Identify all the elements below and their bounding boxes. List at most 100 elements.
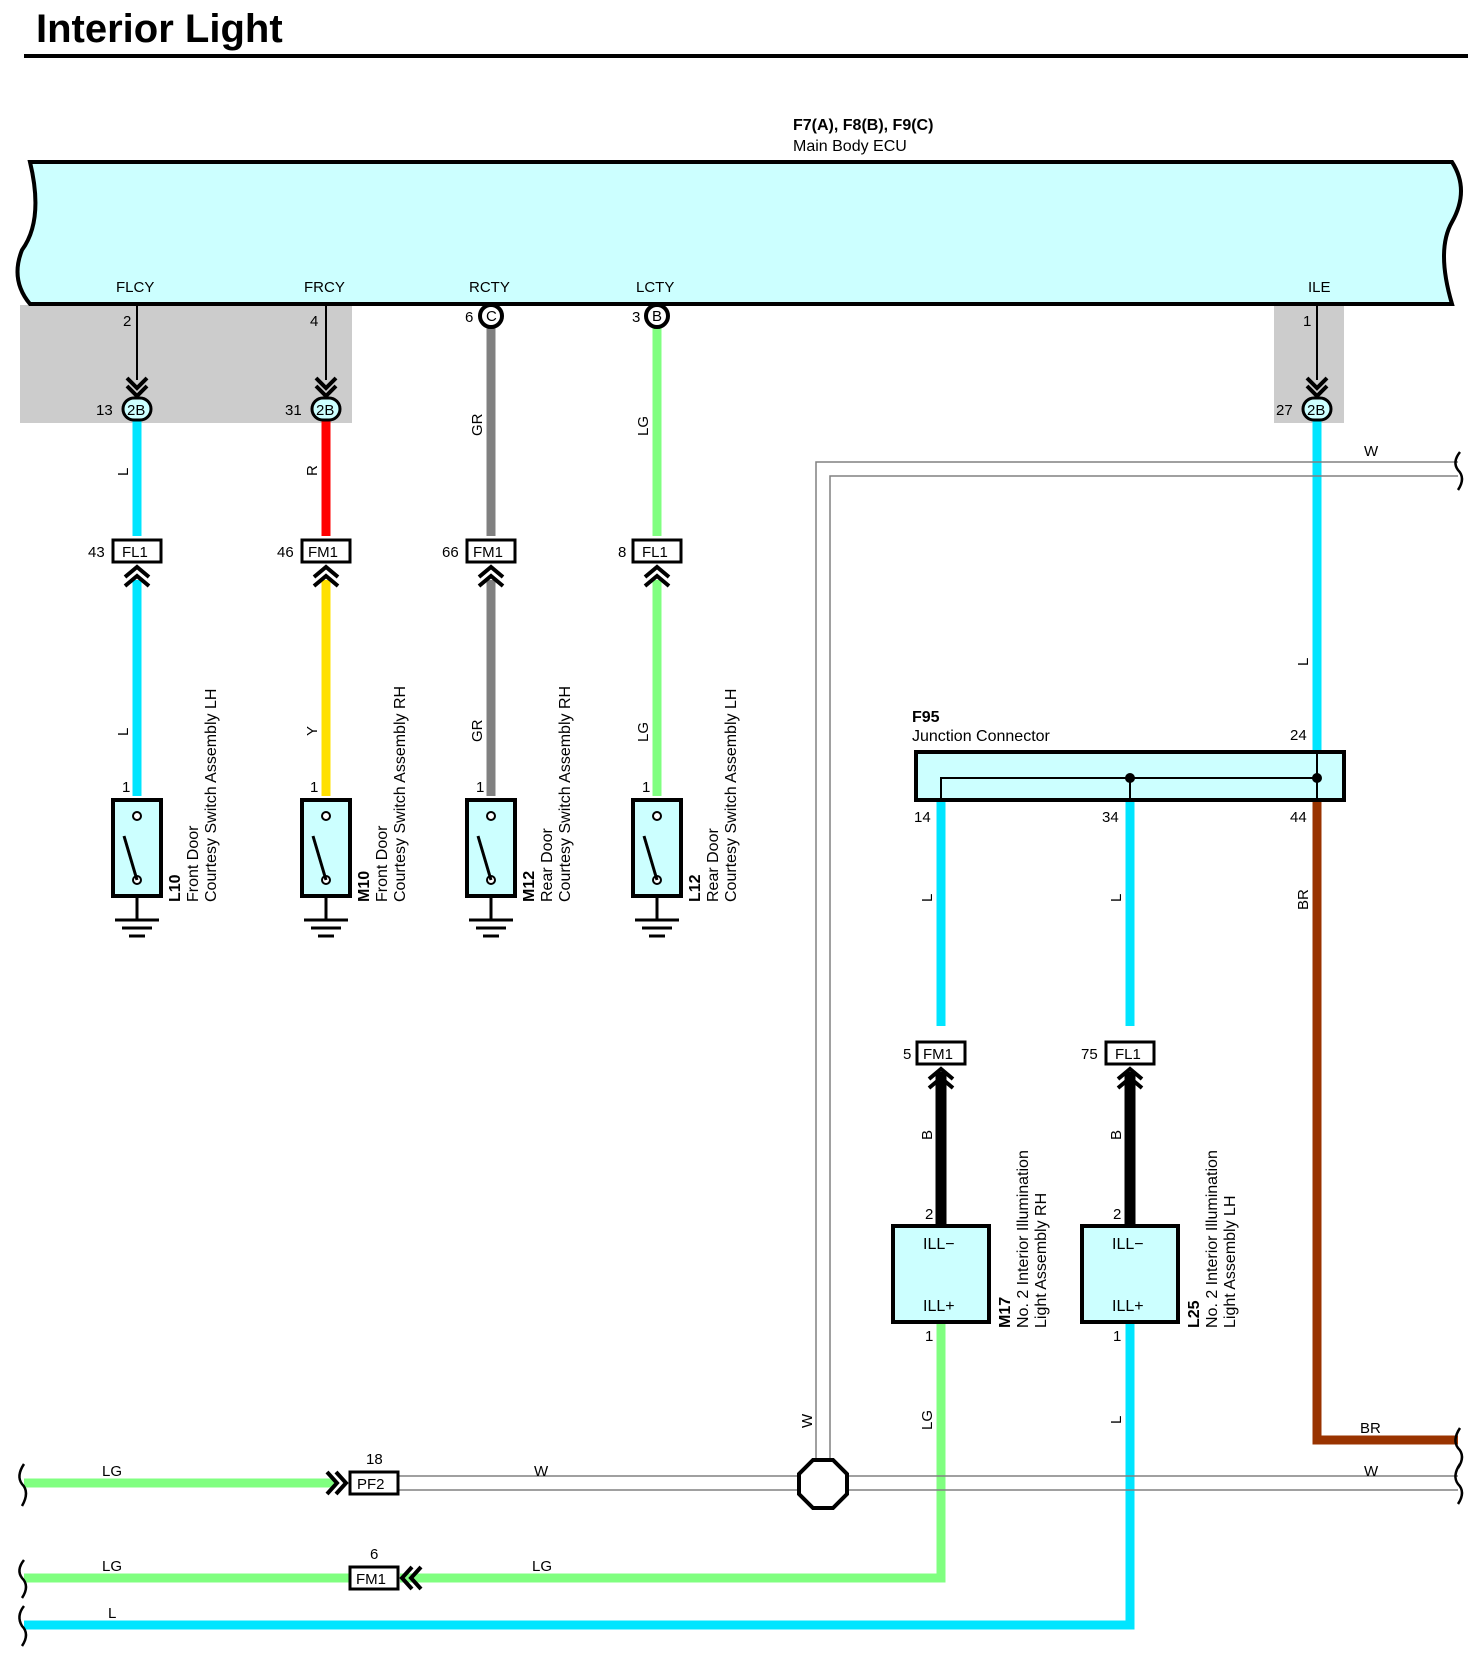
svg-text:43: 43 xyxy=(88,544,105,561)
wire-label-br-out: BR xyxy=(1360,1420,1381,1437)
junction-connector-f95: 24 14 34 44 xyxy=(914,727,1346,826)
wire-label-ile-down: L xyxy=(1295,658,1312,666)
inline-connector-fm1-46: FM1 46 xyxy=(277,538,352,588)
wire-label-lcty-upper: LG xyxy=(635,416,652,436)
svg-text:FL1: FL1 xyxy=(1115,1046,1141,1063)
ecu-terminal-ile: ILE xyxy=(1308,279,1331,296)
wire-label-flcy-lower: L xyxy=(115,728,132,736)
inline-connector-fm1-66: FM1 66 xyxy=(442,538,517,588)
svg-text:FL1: FL1 xyxy=(642,544,668,561)
wire-label-rcty-upper: GR xyxy=(469,413,486,436)
ecu-id: F7(A), F8(B), F9(C) xyxy=(793,117,933,134)
wire-label-rcty-lower: GR xyxy=(469,719,486,742)
inline-connector-fl1-8: FL1 8 xyxy=(618,538,683,588)
svg-text:46: 46 xyxy=(277,544,294,561)
switch-m12: 1 xyxy=(465,779,517,938)
svg-text:3: 3 xyxy=(632,309,640,326)
svg-text:Light Assembly RH: Light Assembly RH xyxy=(1033,1193,1050,1328)
svg-text:1: 1 xyxy=(642,779,650,796)
svg-text:M17: M17 xyxy=(997,1297,1014,1328)
wire-label-bottom1-left: LG xyxy=(102,1463,122,1480)
connector-2b-flcy: 2B 13 2 xyxy=(96,313,153,422)
svg-text:13: 13 xyxy=(96,402,113,419)
svg-text:C: C xyxy=(486,308,497,325)
shade-left xyxy=(20,305,352,423)
svg-text:FL1: FL1 xyxy=(122,544,148,561)
ecu-terminal-lcty: LCTY xyxy=(636,279,674,296)
wire-l25-out xyxy=(24,1322,1135,1630)
svg-text:Courtesy Switch Assembly RH: Courtesy Switch Assembly RH xyxy=(557,686,574,902)
svg-text:6: 6 xyxy=(370,1546,378,1563)
svg-text:2B: 2B xyxy=(127,402,145,419)
svg-text:PF2: PF2 xyxy=(357,1476,385,1493)
svg-text:24: 24 xyxy=(1290,727,1307,744)
wire-label-m17-out: LG xyxy=(919,1410,936,1430)
wire-label-m17-b: B xyxy=(919,1130,936,1140)
svg-text:1: 1 xyxy=(1303,313,1311,330)
svg-text:1: 1 xyxy=(122,779,130,796)
svg-text:L10: L10 xyxy=(167,874,184,902)
svg-text:1: 1 xyxy=(1113,1328,1121,1345)
svg-text:1: 1 xyxy=(476,779,484,796)
svg-text:2B: 2B xyxy=(1307,402,1325,419)
wire-label-frcy-lower: Y xyxy=(304,726,321,736)
svg-text:L25: L25 xyxy=(1186,1300,1203,1328)
wire-label-flcy-upper: L xyxy=(115,468,132,476)
wire-label-l25-out: L xyxy=(1108,1416,1125,1424)
inline-connector-fm1-6: FM1 6 xyxy=(348,1546,423,1591)
connector-c-rcty: C 6 xyxy=(465,303,504,329)
ecu-name: Main Body ECU xyxy=(793,138,907,155)
light-m17-label: M17 No. 2 Interior Illumination Light As… xyxy=(997,1150,1050,1328)
switch-m12-label: M12 Rear Door Courtesy Switch Assembly R… xyxy=(521,686,574,902)
connector-b-lcty: B 3 xyxy=(632,303,670,329)
wire-label-frcy-upper: R xyxy=(304,465,321,476)
ecu-body xyxy=(15,160,1463,306)
svg-text:FM1: FM1 xyxy=(308,544,338,561)
wire-m17-out xyxy=(400,1322,946,1583)
wire-label-bottom1-mid: W xyxy=(534,1463,549,1480)
splice-point xyxy=(797,1458,849,1510)
svg-text:14: 14 xyxy=(914,809,931,826)
wire-label-jc14: L xyxy=(919,894,936,902)
svg-text:ILL+: ILL+ xyxy=(923,1298,955,1315)
svg-text:Light Assembly LH: Light Assembly LH xyxy=(1222,1195,1239,1328)
svg-text:34: 34 xyxy=(1102,809,1119,826)
switch-m10-label: M10 Front Door Courtesy Switch Assembly … xyxy=(356,686,409,902)
svg-text:No. 2 Interior Illumination: No. 2 Interior Illumination xyxy=(1015,1150,1032,1328)
wire-label-jc44: BR xyxy=(1295,889,1312,910)
svg-text:Rear Door: Rear Door xyxy=(539,828,556,902)
svg-text:M10: M10 xyxy=(356,871,373,902)
connector-2b-frcy: 2B 31 4 xyxy=(285,313,342,422)
break-left-1 xyxy=(18,1463,28,1507)
svg-text:Courtesy Switch Assembly LH: Courtesy Switch Assembly LH xyxy=(723,689,740,902)
svg-text:M12: M12 xyxy=(521,871,538,902)
ecu-terminal-flcy: FLCY xyxy=(116,279,154,296)
svg-text:66: 66 xyxy=(442,544,459,561)
junction-name: Junction Connector xyxy=(912,728,1051,745)
switch-l12-label: L12 Rear Door Courtesy Switch Assembly L… xyxy=(687,689,740,902)
svg-text:4: 4 xyxy=(310,313,318,330)
svg-text:Rear Door: Rear Door xyxy=(705,828,722,902)
light-m17: ILL− ILL+ 2 1 xyxy=(891,1206,991,1345)
light-l25-label: L25 No. 2 Interior Illumination Light As… xyxy=(1186,1150,1239,1328)
svg-text:FM1: FM1 xyxy=(923,1046,953,1063)
switch-m10: 1 xyxy=(300,779,352,938)
wire-label-bottom3: L xyxy=(108,1605,116,1622)
svg-text:2: 2 xyxy=(123,313,131,330)
svg-text:Front Door: Front Door xyxy=(374,825,391,902)
svg-text:Front Door: Front Door xyxy=(185,825,202,902)
svg-text:ILL−: ILL− xyxy=(923,1236,955,1253)
inline-connector-pf2-18: PF2 18 xyxy=(325,1451,400,1496)
svg-text:75: 75 xyxy=(1081,1046,1098,1063)
inline-connector-fm1-5: FM1 5 xyxy=(903,1040,967,1090)
switch-l12: 1 xyxy=(631,779,683,938)
connector-2b-ile: 2B 27 1 xyxy=(1276,313,1333,422)
svg-text:18: 18 xyxy=(366,1451,383,1468)
page-title: Interior Light xyxy=(36,7,283,51)
svg-text:ILL−: ILL− xyxy=(1112,1236,1144,1253)
svg-text:2: 2 xyxy=(1113,1206,1121,1223)
wire-label-bottom1-right: W xyxy=(1364,1463,1379,1480)
switch-l10-label: L10 Front Door Courtesy Switch Assembly … xyxy=(167,689,220,902)
wire-jc44 xyxy=(1312,800,1458,1445)
